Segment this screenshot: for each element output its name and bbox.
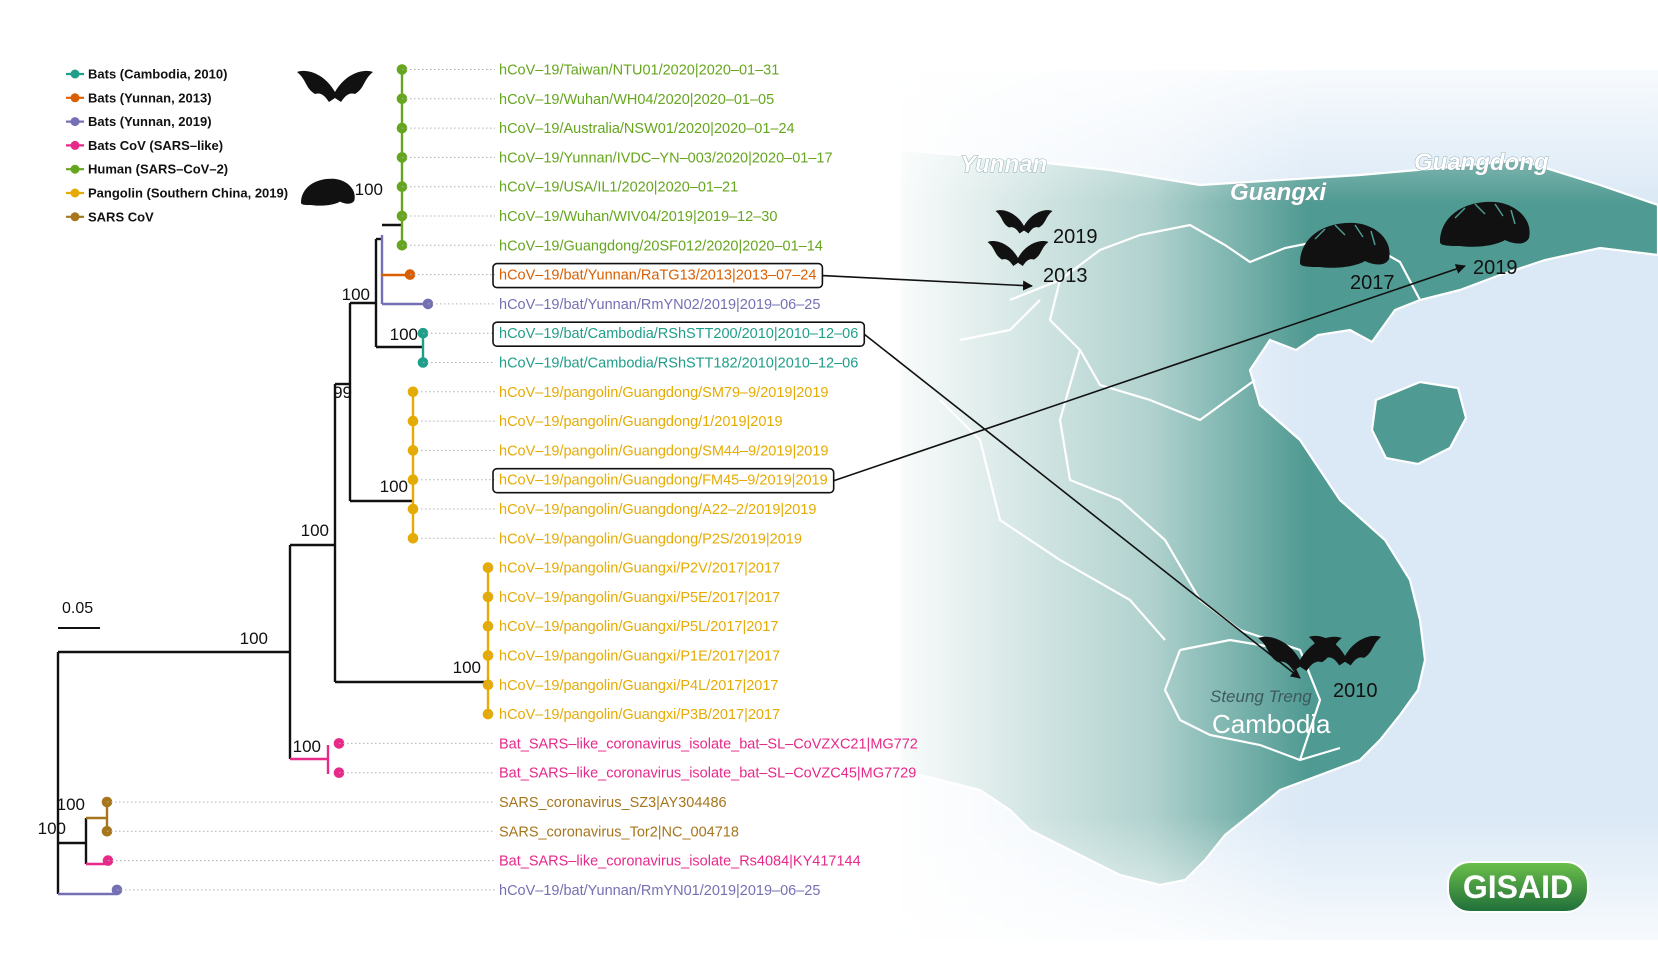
legend-swatch-dot [70,164,80,174]
bootstrap-value: 100 [293,737,321,756]
legend-item-label: Pangolin (Southern China, 2019) [88,186,288,201]
tip-label: hCoV–19/pangolin/Guangdong/P2S/2019|2019 [499,531,802,547]
tip-label: Bat_SARS–like_coronavirus_isolate_bat–SL… [499,766,916,782]
legend-swatch-dot [70,69,80,79]
tip-label: Bat_SARS–like_coronavirus_isolate_bat–SL… [499,736,918,752]
gisaid-logo-text: GISAID [1463,869,1573,905]
legend-swatch-dot [70,212,80,222]
tip-label: hCoV–19/pangolin/Guangdong/1/2019|2019 [499,414,783,430]
tip-label: SARS_coronavirus_Tor2|NC_004718 [499,824,739,840]
year-label-guangdong-2019: 2019 [1473,257,1518,279]
legend-item-label: Bats (Yunnan, 2013) [88,90,212,105]
bat-icon-yunnan-2013 [987,241,1049,266]
bat-icon-legend [297,70,373,102]
map-link-arrows [822,264,1466,679]
tip-label: Bat_SARS–like_coronavirus_isolate_Rs4084… [499,854,861,870]
tip-label: hCoV–19/Taiwan/NTU01/2020|2020–01–31 [499,63,779,79]
bootstrap-value: 100 [355,180,383,199]
gisaid-logo: GISAID [1447,861,1589,913]
tip-label: hCoV–19/pangolin/Guangxi/P4L/2017|2017 [499,678,779,694]
place-label-steung-treng: Steung Treng [1210,687,1312,706]
tip-label: hCoV–19/Australia/NSW01/2020|2020–01–24 [499,121,795,137]
tip-label: hCoV–19/bat/Cambodia/RShSTT182/2010|2010… [499,356,858,372]
legend-item-label: Bats (Cambodia, 2010) [88,67,227,82]
legend-item-label: SARS CoV [88,209,154,224]
bat-icon-yunnan-2019 [995,210,1053,234]
legend-item-label: Bats (Yunnan, 2019) [88,114,212,129]
tip-label: hCoV–19/bat/Yunnan/RmYN01/2019|2019–06–2… [499,883,820,899]
legend-swatch-dot [70,93,80,103]
bootstrap-value: 100 [301,521,329,540]
bootstrap-value: 100 [240,629,268,648]
tip-label: hCoV–19/pangolin/Guangdong/FM45–9/2019|2… [499,473,828,489]
tip-label: hCoV–19/Wuhan/WH04/2020|2020–01–05 [499,92,774,108]
tip-label: SARS_coronavirus_SZ3|AY304486 [499,795,727,811]
tip-label: hCoV–19/Wuhan/WIV04/2019|2019–12–30 [499,209,777,225]
bootstrap-value: 100 [342,285,370,304]
region-label-guangxi: Guangxi [1230,179,1327,206]
bootstrap-values: 100 100 100 99 100 100 100 100 100 100 100 [38,180,481,838]
bootstrap-value: 100 [390,325,418,344]
pangolin-icon-guangxi [1300,222,1390,268]
legend-item-label: Human (SARS–CoV–2) [88,162,228,177]
map-fade-vertical [880,60,1658,960]
bootstrap-value: 100 [453,658,481,677]
map-link-arrow [863,333,1301,679]
tip-label: hCoV–19/Guangdong/20SF012/2020|2020–01–1… [499,238,823,254]
pangolin-icon-legend [301,178,355,206]
tip-label: hCoV–19/USA/IL1/2020|2020–01–21 [499,180,738,196]
tip-label: hCoV–19/bat/Cambodia/RShSTT200/2010|2010… [499,326,858,342]
pangolin-icon-guangdong [1440,201,1530,247]
legend-swatch-dot [70,140,80,150]
bat-icon-cambodia-b [1308,635,1382,666]
bootstrap-value: 100 [38,819,66,838]
tip-label: hCoV–19/pangolin/Guangxi/P5E/2017|2017 [499,590,780,606]
year-label-yunnan-2013: 2013 [1043,265,1088,287]
tip-label: hCoV–19/pangolin/Guangxi/P1E/2017|2017 [499,649,780,665]
phylogenetic-tree [56,64,494,896]
legend-swatch-dot [70,117,80,127]
map-link-arrow [822,274,1033,291]
year-label-yunnan-2019: 2019 [1053,226,1098,248]
map-link-arrow [833,264,1466,482]
tip-label: hCoV–19/Yunnan/IVDC–YN–003/2020|2020–01–… [499,150,833,166]
tip-label: hCoV–19/pangolin/Guangdong/A22–2/2019|20… [499,502,816,518]
bootstrap-value: 100 [380,477,408,496]
tip-label: hCoV–19/bat/Yunnan/RmYN02/2019|2019–06–2… [499,297,820,313]
legend-swatch-dot [70,188,80,198]
scale-bar-label: 0.05 [62,600,93,617]
region-label-guangdong: Guangdong [1414,149,1549,176]
country-label-cambodia: Cambodia [1212,709,1331,739]
tip-label: hCoV–19/pangolin/Guangdong/SM79–9/2019|2… [499,385,829,401]
bootstrap-value: 100 [57,795,85,814]
year-label-guangxi-2017: 2017 [1350,272,1395,294]
year-label-cambodia-2010: 2010 [1333,680,1378,702]
tip-label: hCoV–19/pangolin/Guangxi/P2V/2017|2017 [499,561,780,577]
legend-item-label: Bats CoV (SARS–like) [88,138,223,153]
tip-label: hCoV–19/pangolin/Guangxi/P5L/2017|2017 [499,619,779,635]
map-southern-china-indochina: Yunnan Guangxi Guangdong 2019 2013 2017 … [880,60,1658,960]
tip-label: hCoV–19/pangolin/Guangxi/P3B/2017|2017 [499,707,780,723]
tip-label: hCoV–19/bat/Yunnan/RaTG13/2013|2013–07–2… [499,268,816,284]
tip-label: hCoV–19/pangolin/Guangdong/SM44–9/2019|2… [499,443,829,459]
region-label-yunnan: Yunnan [960,151,1047,178]
legend: Bats (Cambodia, 2010) Bats (Yunnan, 2013)… [66,67,288,224]
bootstrap-value: 99 [333,383,352,402]
